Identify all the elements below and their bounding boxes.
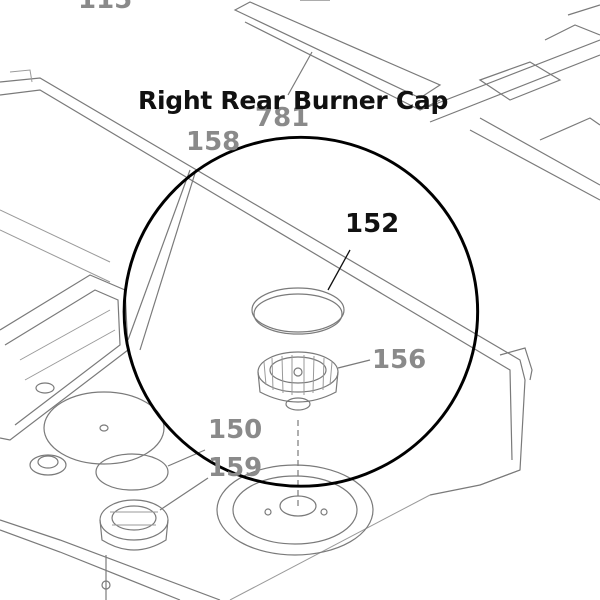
leader-lines [127, 51, 371, 511]
part-number-158: 158 [186, 127, 240, 157]
left-burner-assembly [0, 274, 165, 476]
burner-cap-152 [251, 287, 345, 335]
burner-grate-rear [233, 0, 600, 201]
part-number-159: 159 [208, 453, 262, 483]
part-number-152: 152 [345, 209, 399, 239]
callout-circle [122, 135, 480, 488]
front-burner-assembly [95, 453, 169, 600]
part-number-115: 115 [78, 0, 132, 15]
diagram-caption: Right Rear Burner Cap [138, 86, 449, 115]
part-number-150: 150 [208, 415, 262, 445]
burner-head-156 [257, 351, 339, 411]
right-front-burner-bowl [216, 420, 374, 556]
part-number-781: 781 [255, 103, 309, 133]
part-number-156: 156 [372, 345, 426, 375]
cooktop-panel [0, 69, 533, 600]
